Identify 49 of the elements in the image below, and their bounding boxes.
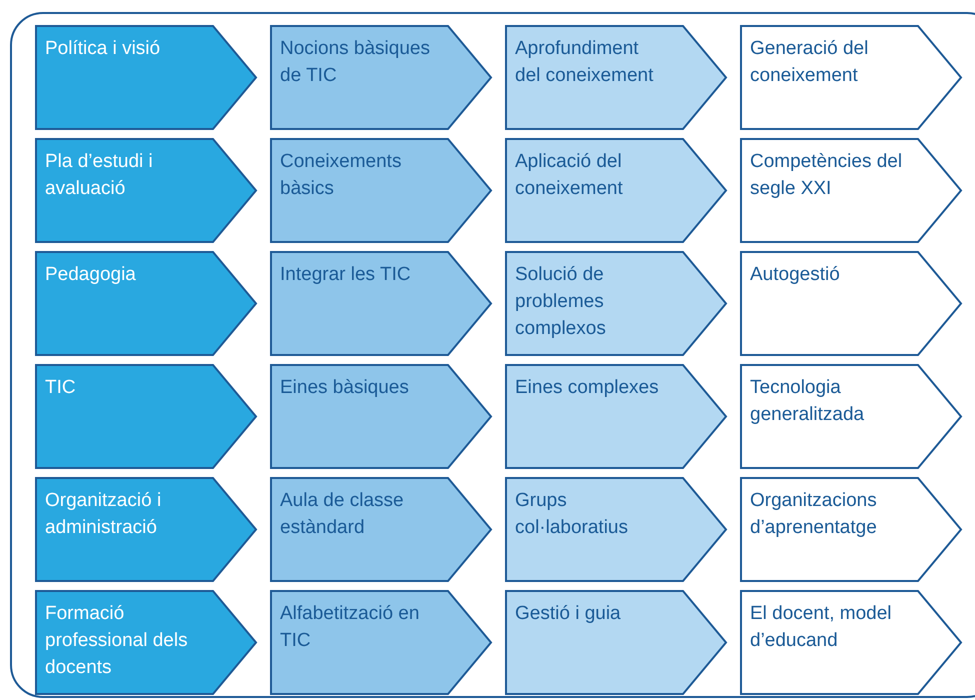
chevron-box: [505, 364, 727, 469]
chevron-box: [270, 364, 492, 469]
chevron-label: Integrar les TIC: [280, 263, 412, 287]
chevron-label: TIC: [45, 376, 77, 400]
chevron-box: [270, 590, 492, 695]
chevron-label: Autogestió: [750, 263, 841, 287]
chevron-label: Competències del segle XXI: [750, 150, 903, 201]
chevron-box: [35, 251, 257, 356]
chevron-box: [270, 477, 492, 582]
chevron-label: Formació professional dels docents: [45, 602, 189, 680]
chevron-label: Tecnologia generalitzada: [750, 376, 866, 427]
chevron-box: [35, 364, 257, 469]
chevron-box: [505, 138, 727, 243]
chevron-box: [740, 364, 962, 469]
chevron-box: [505, 25, 727, 130]
chevron-label: Organitzacions d’aprenentatge: [750, 489, 878, 540]
chevron-box: [505, 477, 727, 582]
chevron-box: [740, 138, 962, 243]
chevron-box: [35, 477, 257, 582]
chevron-box: [270, 25, 492, 130]
chevron-box: [35, 590, 257, 695]
chevron-label: El docent, model d’educand: [750, 602, 893, 653]
chevron-box: [270, 251, 492, 356]
chevron-box: [740, 251, 962, 356]
chevron-label: Organització i administració: [45, 489, 162, 540]
chevron-label: Aula de classe estàndard: [280, 489, 405, 540]
chevron-box: [740, 477, 962, 582]
chevron-label: Eines bàsiques: [280, 376, 410, 400]
chevron-label: Coneixements bàsics: [280, 150, 402, 201]
chevron-label: Eines complexes: [515, 376, 660, 400]
chevron-box: [740, 25, 962, 130]
chevron-label: Política i visió: [45, 37, 162, 61]
chevron-label: Pla d’estudi i avaluació: [45, 150, 154, 201]
chevron-label: Grups col·laboratius: [515, 489, 629, 540]
chevron-box: [505, 590, 727, 695]
chevron-label: Pedagogia: [45, 263, 137, 287]
chevron-box: [35, 25, 257, 130]
rounded-frame: [10, 12, 975, 698]
chevron-label: Aplicació del coneixement: [515, 150, 624, 201]
chevron-label: Generació del coneixement: [750, 37, 870, 88]
chevron-box: [270, 138, 492, 243]
chevron-label: Solució de problemes complexos: [515, 263, 607, 341]
chevron-box: [35, 138, 257, 243]
chevron-box: [505, 251, 727, 356]
chevron-label: Alfabetització en TIC: [280, 602, 420, 653]
chevron-label: Gestió i guia: [515, 602, 622, 626]
chevron-label: Nocions bàsiques de TIC: [280, 37, 431, 88]
chevron-box: [740, 590, 962, 695]
chevron-label: Aprofundiment del coneixement: [515, 37, 654, 88]
